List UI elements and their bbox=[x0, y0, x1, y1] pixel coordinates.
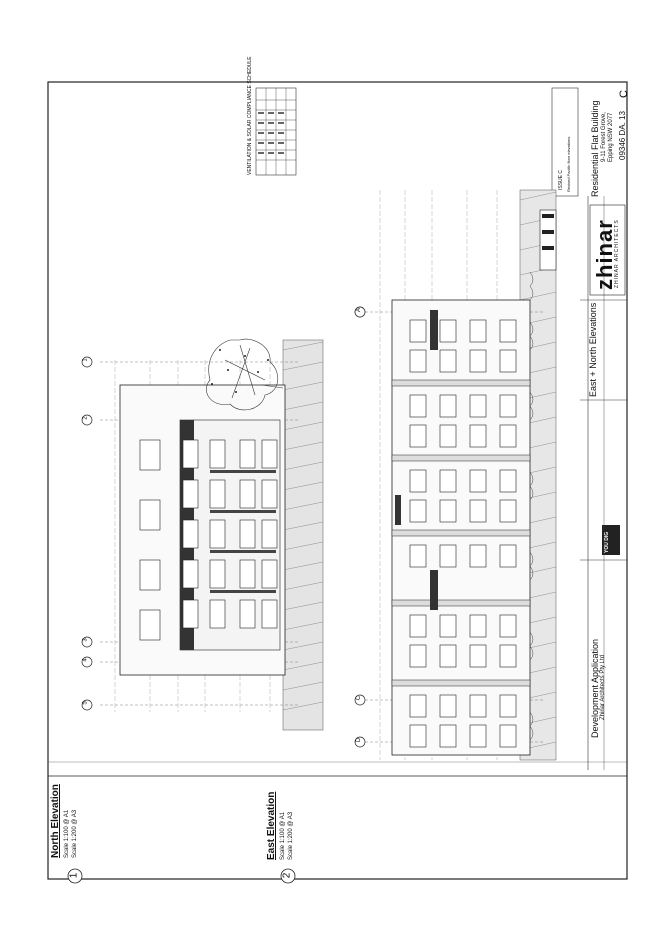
grid-marker-3: 3 bbox=[82, 638, 89, 642]
north-elevation-number: 1 bbox=[68, 872, 80, 879]
issue-box bbox=[551, 87, 579, 197]
project-address-line-1: 9-11 Forest Grove, bbox=[601, 112, 607, 162]
north-elevation-scale-a1: Scale 1:100 @ A1 bbox=[64, 809, 70, 858]
sheet-border bbox=[47, 81, 628, 880]
north-elevation-title: North Elevation bbox=[50, 784, 61, 858]
east-elevation-title: East Elevation bbox=[266, 791, 277, 860]
east-elevation-number: 2 bbox=[281, 872, 293, 879]
development-application-company: Zhinar Architects Pty Ltd bbox=[600, 654, 606, 720]
project-address-line-2: Epping NSW 2077 bbox=[608, 112, 614, 162]
dial-before-you-dig-logo bbox=[602, 525, 620, 555]
project-title: Residential Flat Building bbox=[590, 100, 600, 197]
issue-label: ISSUE C bbox=[558, 169, 564, 190]
drawing-name: East + North Elevations bbox=[588, 302, 598, 397]
firm-logo-box bbox=[589, 204, 626, 296]
grid-marker-5: 5 bbox=[82, 701, 89, 705]
schedule-title: VENTILATION & SOLAR COMPLIANCE SCHEDULE bbox=[247, 56, 253, 175]
drawing-number: 09346 DA. 13 bbox=[618, 111, 627, 160]
east-elevation-number-bubble bbox=[280, 868, 296, 884]
north-elevation-drawing bbox=[360, 189, 557, 761]
north-elevation-scale-a3: Scale 1:200 @ A3 bbox=[72, 809, 78, 858]
development-application-title: Development Application bbox=[590, 638, 600, 738]
east-elevation-scale-a3: Scale 1:200 @ A3 bbox=[288, 811, 294, 860]
grid-marker-4: 4 bbox=[82, 658, 89, 662]
grid-bubbles-top bbox=[81, 356, 93, 711]
dial-before-you-dig-text: YOU DIG bbox=[604, 531, 610, 553]
firm-subtitle: ZHINAR ARCHITECTS bbox=[614, 219, 620, 288]
grid-marker-2: 2 bbox=[82, 416, 89, 420]
grid-marker-1: 1 bbox=[82, 358, 89, 362]
grid-marker-D: D bbox=[356, 737, 363, 743]
east-elevation-scale-a1: Scale 1:100 @ A1 bbox=[280, 811, 286, 860]
grid-marker-C: C bbox=[356, 695, 363, 701]
grid-marker-A: A bbox=[356, 307, 363, 313]
north-elevation-number-bubble bbox=[67, 868, 83, 884]
grid-bubbles-bottom bbox=[354, 306, 366, 748]
compliance-schedule-table bbox=[255, 87, 297, 176]
revision-letter: C bbox=[618, 90, 630, 98]
issue-note: Revised Pacific floor elevations bbox=[566, 136, 571, 192]
east-elevation-drawing bbox=[100, 338, 324, 731]
